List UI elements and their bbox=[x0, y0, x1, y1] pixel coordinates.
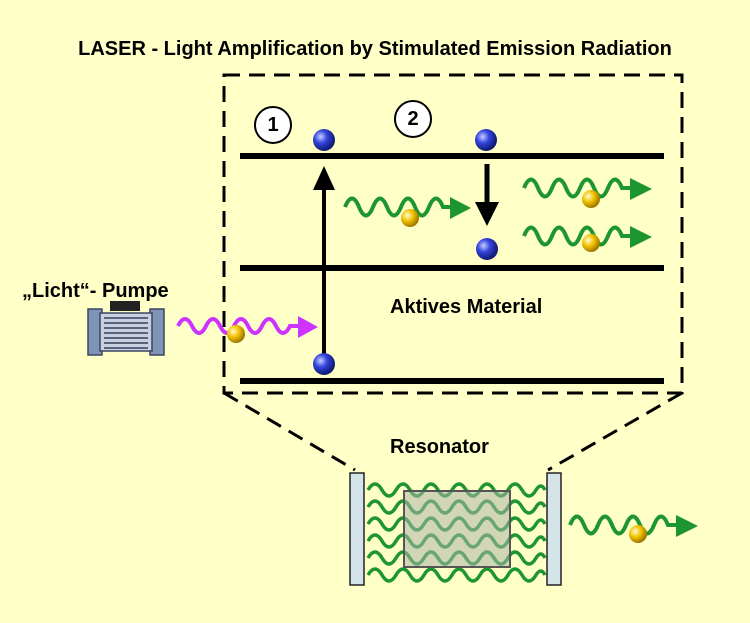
electron-ground bbox=[313, 353, 335, 375]
emission-arrow bbox=[475, 164, 499, 226]
resonator-label: Resonator bbox=[390, 436, 489, 458]
mirror-left bbox=[349, 472, 365, 586]
emitted-photon-wave-2 bbox=[522, 225, 652, 252]
active-material-label: Aktives Material bbox=[390, 296, 543, 318]
output-photon bbox=[629, 525, 647, 543]
electron-upper-2 bbox=[475, 129, 497, 151]
electron-upper-1 bbox=[313, 129, 335, 151]
stimulating-photon-wave bbox=[343, 196, 471, 227]
diagram-title: LASER - Light Amplification by Stimulate… bbox=[78, 38, 672, 60]
mirror-right bbox=[546, 472, 562, 586]
emitted-photon-1 bbox=[582, 190, 600, 208]
active-material-box bbox=[222, 73, 684, 395]
stimulating-photon bbox=[401, 209, 419, 227]
emitted-photon-2 bbox=[582, 234, 600, 252]
output-photon-wave bbox=[568, 514, 698, 543]
excitation-arrow bbox=[313, 166, 335, 362]
pump-label: „Licht“- Pumpe bbox=[22, 280, 169, 302]
laser-crystal bbox=[403, 490, 511, 568]
electron-middle bbox=[476, 238, 498, 260]
pump-photon bbox=[227, 325, 245, 343]
pump-photon-wave bbox=[176, 316, 318, 343]
zoom-line-right bbox=[547, 391, 683, 472]
zoom-frame bbox=[222, 73, 684, 472]
zoom-line-left bbox=[223, 391, 356, 472]
step-1-badge: 1 bbox=[254, 106, 292, 144]
resonator bbox=[349, 472, 562, 586]
pump-lamp bbox=[87, 301, 165, 356]
emitted-photon-wave-1 bbox=[522, 177, 652, 208]
step-2-badge: 2 bbox=[394, 100, 432, 138]
